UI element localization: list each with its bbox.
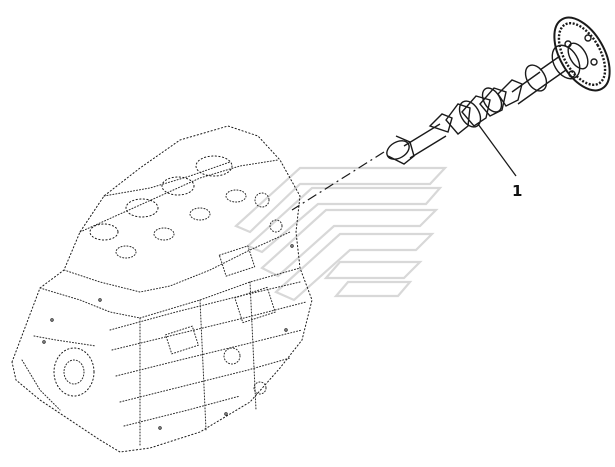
callout-number: 1 xyxy=(512,182,522,200)
watermark-logo xyxy=(233,166,448,302)
callout-1: 1 xyxy=(477,123,522,200)
engine-block xyxy=(11,125,313,453)
assembly-leader-line xyxy=(291,151,385,211)
camshaft xyxy=(386,16,611,165)
